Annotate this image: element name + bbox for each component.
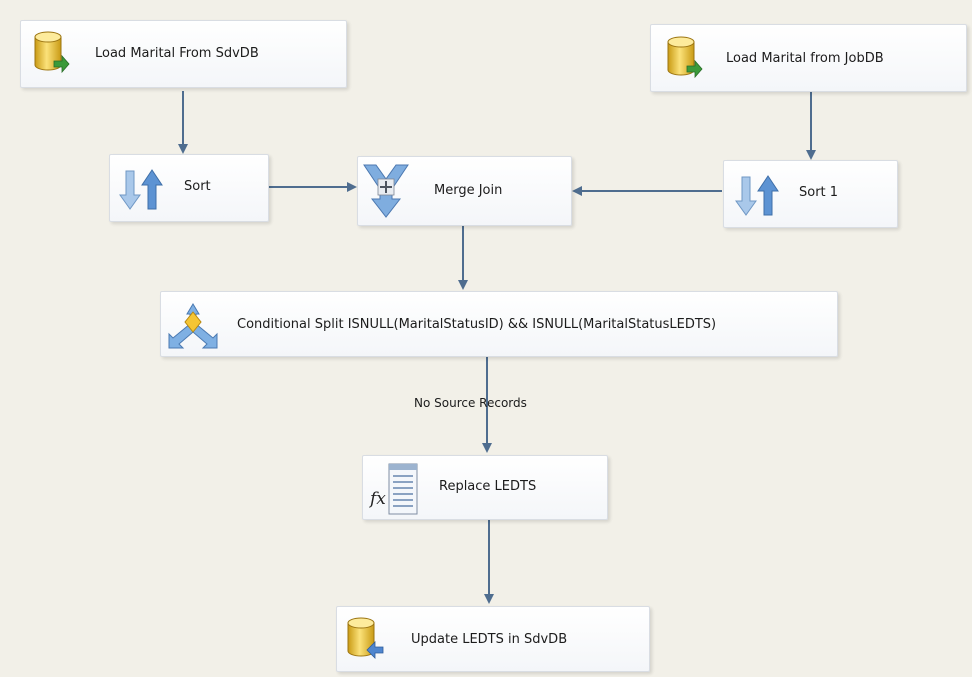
node-label: Load Marital From SdvDB: [95, 46, 259, 61]
node-sort-1[interactable]: Sort 1: [723, 160, 898, 228]
node-conditional-split[interactable]: Conditional Split ISNULL(MaritalStatusID…: [160, 291, 838, 357]
sort-icon: [734, 173, 780, 221]
merge-join-icon: [362, 163, 410, 223]
node-sort[interactable]: Sort: [109, 154, 269, 222]
svg-text:fx: fx: [369, 489, 386, 509]
node-label: Update LEDTS in SdvDB: [411, 632, 568, 647]
node-merge-join[interactable]: Merge Join: [357, 156, 572, 226]
node-label: Replace LEDTS: [439, 479, 537, 494]
node-update-ledts-in-sdvdb[interactable]: Update LEDTS in SdvDB: [336, 606, 650, 672]
node-label: Load Marital from JobDB: [726, 51, 884, 66]
node-replace-ledts[interactable]: fx Replace LEDTS: [362, 455, 608, 520]
path-label-no-source-records: No Source Records: [414, 396, 527, 410]
node-label: Conditional Split ISNULL(MaritalStatusID…: [237, 317, 717, 332]
conditional-split-icon: [167, 302, 219, 354]
node-load-marital-from-jobdb[interactable]: Load Marital from JobDB: [650, 24, 967, 92]
ole-db-command-icon: [345, 617, 385, 667]
derived-column-icon: fx: [368, 462, 419, 520]
node-load-marital-from-sdvdb[interactable]: Load Marital From SdvDB: [20, 20, 347, 88]
ole-db-source-icon: [32, 31, 70, 79]
node-label: Merge Join: [434, 183, 503, 198]
node-label: Sort: [184, 179, 211, 194]
sort-icon: [118, 167, 164, 215]
ole-db-source-icon: [665, 36, 703, 84]
node-label: Sort 1: [799, 185, 839, 200]
